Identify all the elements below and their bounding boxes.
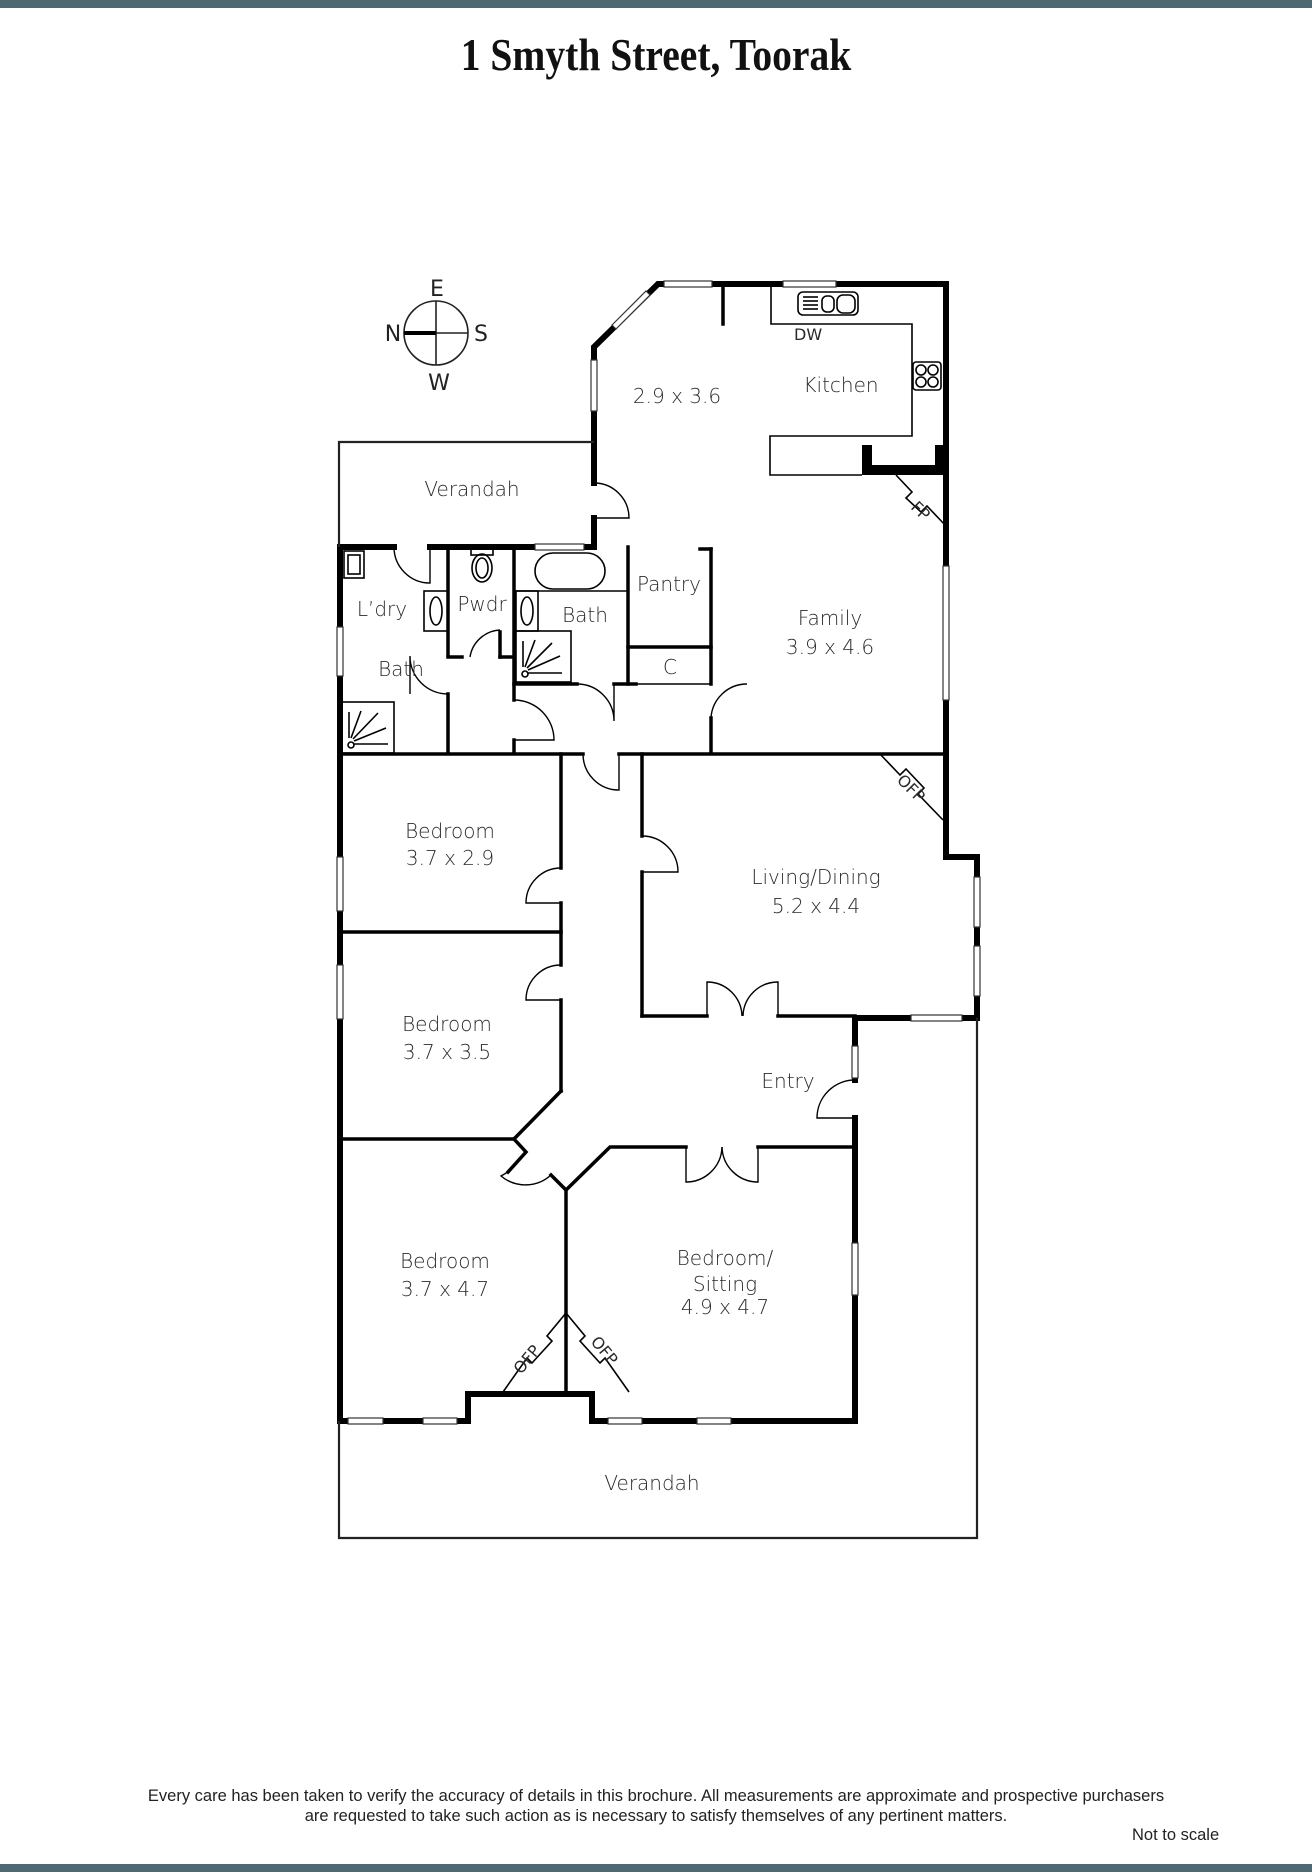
verandah-outlines — [337, 440, 979, 1540]
windows — [336, 280, 981, 1425]
shower-icon — [341, 701, 395, 754]
bedroom-sitting-label-line2: Sitting — [693, 1272, 757, 1296]
family-label: Family — [798, 606, 862, 630]
compass-north-label: N — [385, 322, 401, 347]
kitchen-label: Kitchen — [803, 373, 878, 397]
not-to-scale-note: Not to scale — [1132, 1826, 1220, 1844]
dishwasher-label: DW — [794, 325, 822, 344]
fireplace-label: FP — [907, 497, 934, 524]
bedroom-2-dims: 3.7 x 3.5 — [403, 1040, 491, 1064]
compass-icon: E N S W — [385, 277, 488, 396]
compass-west-label: W — [428, 371, 450, 396]
living-dining-dims: 5.2 x 4.4 — [772, 894, 860, 918]
disclaimer-line-2: are requested to take such action as is … — [304, 1807, 1008, 1825]
footer-accent-bar — [0, 1864, 1312, 1872]
living-dining-label: Living/Dining — [751, 865, 880, 889]
bedroom-1-label: Bedroom — [405, 819, 495, 843]
shower-icon — [515, 630, 572, 683]
rear-verandah-label: Verandah — [424, 477, 519, 501]
disclaimer-line-1: Every care has been taken to verify the … — [147, 1787, 1165, 1805]
header-accent-bar — [0, 0, 1312, 8]
bathroom-fixtures — [341, 548, 711, 754]
front-verandah-label: Verandah — [604, 1471, 699, 1495]
powder-room-label: Pwdr — [457, 592, 507, 616]
bedroom-2-label: Bedroom — [402, 1012, 492, 1036]
bedroom-3-dims: 3.7 x 4.7 — [401, 1277, 489, 1301]
sink-icon — [797, 291, 859, 316]
doors — [393, 482, 856, 1186]
room-labels: 2.9 x 3.6 Kitchen Verandah L’dry Pwdr Ba… — [357, 373, 881, 1495]
kitchen-fixtures: DW FP — [769, 284, 947, 527]
cupboard-label: C — [663, 655, 677, 679]
laundry-bath-label: Bath — [378, 657, 424, 681]
family-dims: 3.9 x 4.6 — [786, 635, 874, 659]
compass-east-label: E — [430, 277, 444, 302]
compass-south-label: S — [474, 322, 488, 347]
bedroom-1-dims: 3.7 x 2.9 — [406, 846, 494, 870]
bedroom-3-label: Bedroom — [400, 1249, 490, 1273]
entry-label: Entry — [761, 1069, 814, 1093]
page-title: 1 Smyth Street, Toorak — [460, 29, 852, 80]
pantry-label: Pantry — [637, 572, 701, 596]
cooktop-icon — [912, 361, 942, 391]
bedroom-sitting-label-line1: Bedroom/ — [677, 1246, 774, 1270]
ofp-sitting-label: OFP — [587, 1332, 622, 1369]
meals-dims: 2.9 x 3.6 — [633, 384, 721, 408]
disclaimer: Every care has been taken to verify the … — [0, 1786, 1312, 1826]
main-bath-label: Bath — [562, 603, 608, 627]
interior-walls — [338, 282, 948, 1396]
ofp-bedroom-label: OFP — [510, 1341, 545, 1378]
laundry-label: L’dry — [357, 597, 407, 621]
bedroom-sitting-dims: 4.9 x 4.7 — [681, 1295, 769, 1319]
fireplace-icon — [895, 474, 947, 527]
